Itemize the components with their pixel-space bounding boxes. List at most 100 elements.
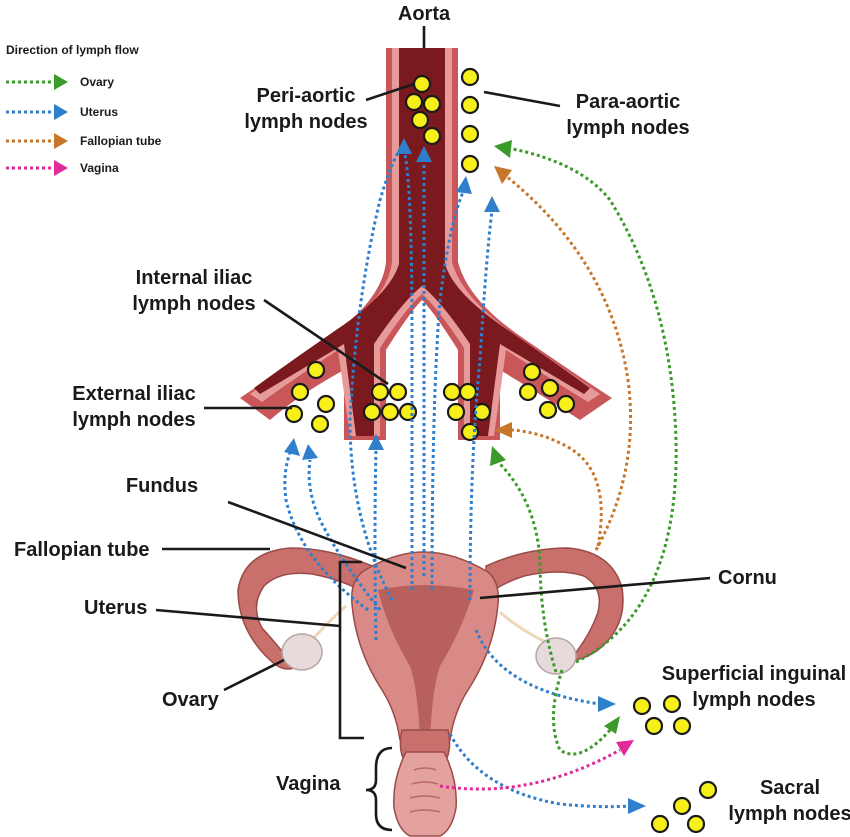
vaginal-rugae	[409, 767, 441, 813]
lymph-node	[422, 94, 442, 114]
para-aortic-label-line2: lymph nodes	[566, 117, 689, 139]
lymph-node	[460, 67, 480, 87]
external-iliac-label-line1: External iliac	[72, 383, 195, 405]
leader-lines	[155, 82, 711, 832]
lymph-node	[644, 716, 664, 736]
para-aortic-label-line1: Para-aortic	[576, 91, 681, 113]
lymph-node	[672, 716, 692, 736]
arrowhead-icon	[494, 140, 512, 158]
external-iliac-nodes-right	[518, 362, 576, 420]
uterus-flow-to-para-aortic-right	[468, 209, 494, 601]
peri-aortic-leader	[365, 82, 415, 102]
legend-fallopian-arrowhead-icon	[54, 133, 68, 149]
ovary-right	[535, 637, 577, 675]
lymph-node	[540, 378, 560, 398]
arrowhead-icon	[456, 176, 472, 194]
legend-item-vagina: Vagina	[6, 160, 119, 176]
ovarian-ligament-right	[498, 610, 547, 644]
uterus-flow-lines	[283, 138, 646, 814]
vagina	[393, 751, 457, 837]
reproductive-organs	[237, 547, 624, 837]
lymph-node	[422, 126, 442, 146]
sacral-label-line2: lymph nodes	[728, 803, 850, 825]
uterus-flow-to-sacral	[448, 733, 631, 809]
lymph-node	[460, 124, 480, 144]
arrowhead-icon	[302, 444, 318, 460]
lymph-node	[458, 382, 478, 402]
lymph-node	[556, 394, 576, 414]
uterus-bracket	[338, 560, 364, 740]
lymph-node	[398, 402, 418, 422]
vagina-flow-to-superficial-inguinal	[439, 748, 621, 791]
legend-ovary-label: Ovary	[80, 75, 114, 89]
lymph-node	[284, 404, 304, 424]
ovary-leader	[223, 658, 285, 692]
vagina-brace	[365, 746, 393, 832]
superficial-inguinal-nodes	[632, 694, 692, 736]
lymph-node	[460, 154, 480, 174]
peri-aortic-nodes	[404, 74, 442, 146]
fallopian-flow-to-para-aortic	[505, 174, 633, 551]
lymph-node	[522, 362, 542, 382]
peri-aortic-label-line2: lymph nodes	[244, 111, 367, 133]
uterus-flow-to-external-iliac-outer	[283, 447, 369, 612]
uterus-label: Uterus	[84, 597, 147, 619]
ovary-flow-to-superficial-inguinal	[552, 669, 612, 756]
ovary-flow-to-para-aortic	[507, 146, 678, 664]
lymph-node	[404, 92, 424, 112]
legend-uterus-label: Uterus	[80, 105, 118, 119]
ovary-flow-lines	[490, 140, 678, 756]
para-aortic-leader	[483, 90, 561, 108]
lymph-node	[370, 382, 390, 402]
lymph-node	[442, 382, 462, 402]
fundus-label: Fundus	[126, 475, 198, 497]
lymph-node	[698, 780, 718, 800]
labels: Aorta Peri-aortic lymph nodes Para-aorti…	[14, 3, 850, 825]
lymph-node	[472, 402, 492, 422]
aorta-label: Aorta	[398, 3, 451, 25]
arrowhead-icon	[416, 146, 432, 162]
ovary-label: Ovary	[162, 689, 220, 711]
arrowhead-icon	[598, 696, 616, 712]
lymph-node	[672, 796, 692, 816]
lymph-node	[412, 74, 432, 94]
uterus-flow-outer-left	[348, 149, 402, 601]
legend-vagina-label: Vagina	[80, 161, 119, 175]
lymph-node	[650, 814, 670, 834]
legend-ovary-arrowhead-icon	[54, 74, 68, 90]
superficial-inguinal-label-line1: Superficial inguinal	[662, 663, 846, 685]
legend-item-fallopian-tube: Fallopian tube	[6, 133, 162, 149]
fallopian-flow-lines	[494, 166, 633, 551]
fallopian-tube-label: Fallopian tube	[14, 539, 150, 561]
aorta-lumen	[254, 48, 590, 436]
cornu-label: Cornu	[718, 567, 777, 589]
arrowhead-icon	[490, 446, 506, 466]
cornu-leader	[479, 576, 711, 600]
lymph-node	[388, 382, 408, 402]
legend-item-ovary: Ovary	[6, 74, 114, 90]
uterus-flow-to-internal-iliac	[373, 447, 378, 641]
para-aortic-nodes	[460, 67, 480, 174]
lymph-node	[306, 360, 326, 380]
uterus-flow-to-superficial-inguinal	[474, 629, 601, 706]
uterine-cavity	[378, 585, 474, 740]
lymph-node	[316, 394, 336, 414]
internal-iliac-leader	[263, 298, 389, 386]
arrowhead-icon	[368, 434, 384, 450]
internal-iliac-nodes-right	[442, 382, 492, 442]
uterus-leader	[155, 608, 341, 628]
lymph-node	[310, 414, 330, 434]
legend: Direction of lymph flow Ovary Uterus Fal…	[6, 43, 162, 176]
arrowhead-icon	[616, 740, 634, 756]
vagina-label: Vagina	[276, 773, 341, 795]
legend-vagina-arrowhead-icon	[54, 160, 68, 176]
arrowhead-icon	[284, 438, 300, 456]
legend-fallopian-label: Fallopian tube	[80, 134, 162, 148]
sacral-nodes	[650, 780, 718, 834]
legend-item-uterus: Uterus	[6, 104, 118, 120]
lymph-node	[380, 402, 400, 422]
ovarian-ligament-left	[310, 604, 347, 642]
lymph-node	[446, 402, 466, 422]
arrowhead-icon	[628, 798, 646, 814]
legend-title: Direction of lymph flow	[6, 43, 139, 57]
